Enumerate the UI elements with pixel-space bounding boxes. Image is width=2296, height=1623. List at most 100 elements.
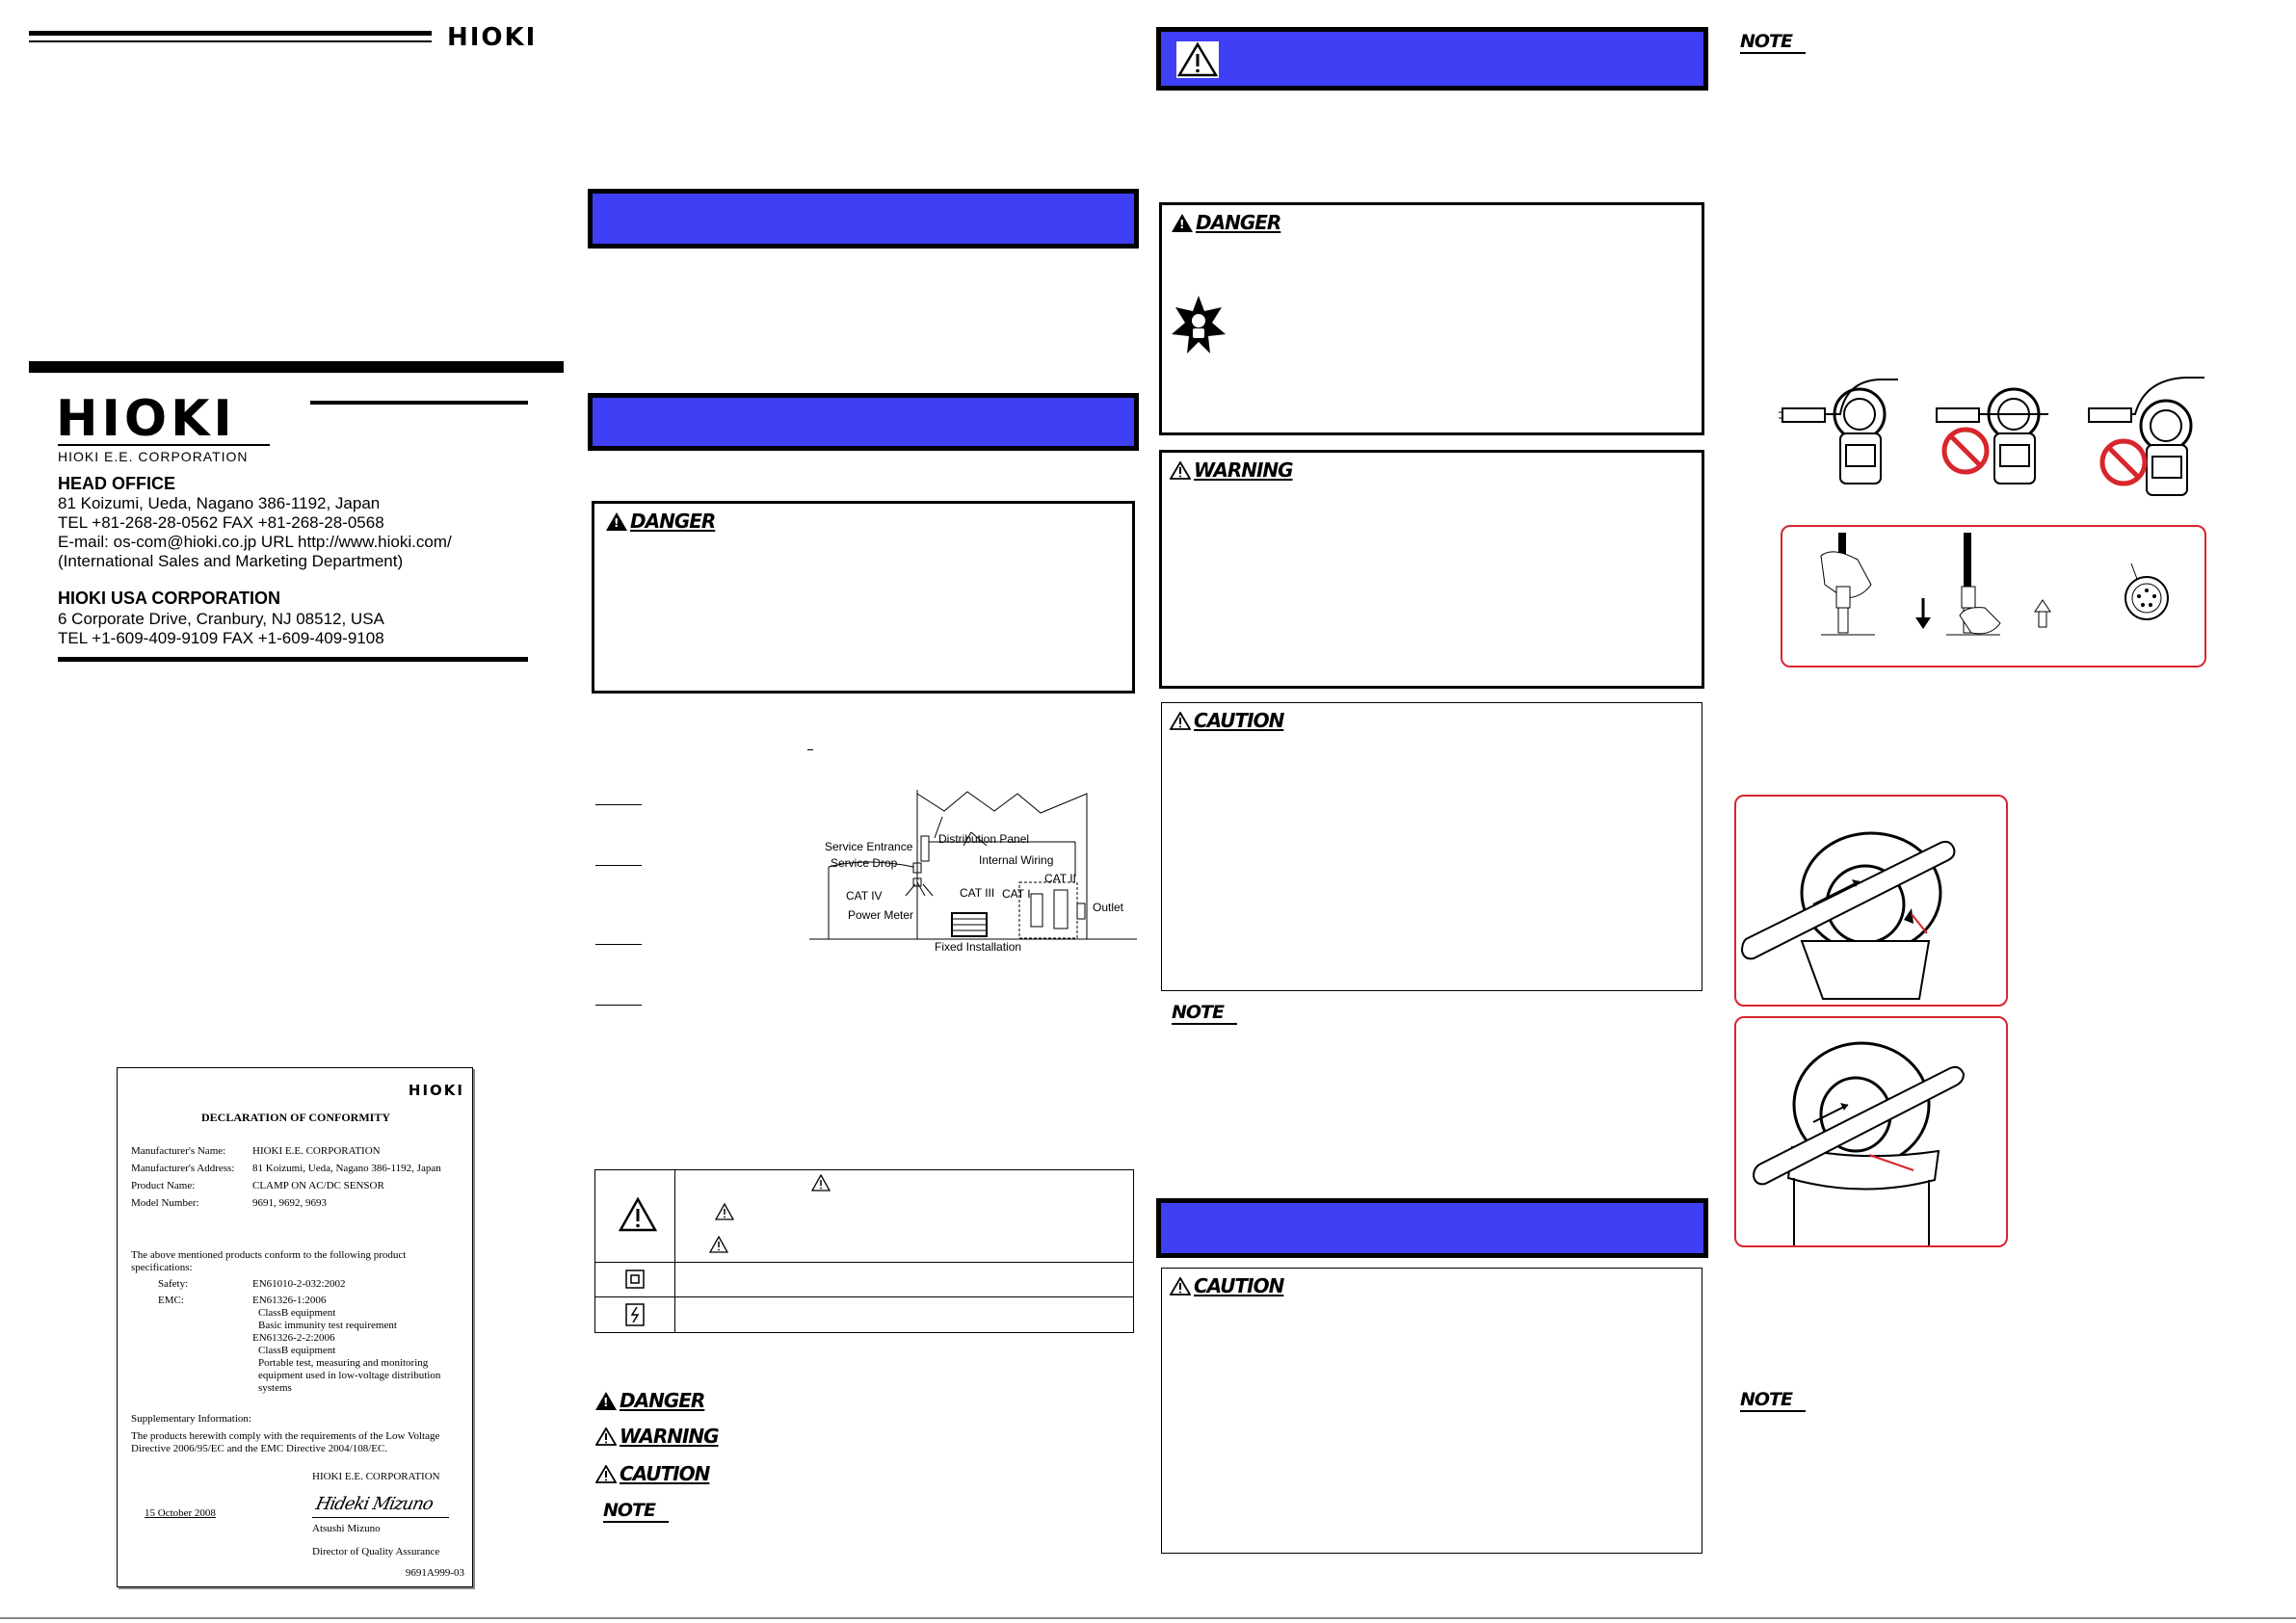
text-dash — [807, 749, 813, 750]
legend-warning: WARNING — [595, 1425, 720, 1448]
emc-line: Portable test, measuring and monitoring — [258, 1357, 429, 1369]
declaration-title: DECLARATION OF CONFORMITY — [200, 1111, 390, 1124]
diagram-label: Internal Wiring — [979, 853, 1054, 867]
field-label: Manufacturer's Address: — [131, 1163, 235, 1174]
emc-line: systems — [258, 1382, 292, 1394]
caution-signal-word: CAUTION — [1170, 709, 1284, 732]
warning-triangle-icon — [1176, 41, 1219, 78]
warning-triangle-icon — [715, 1203, 734, 1220]
cover-mid-rule — [29, 361, 564, 373]
brand-logo-large: HIOKI — [56, 390, 236, 448]
field-label: Model Number: — [131, 1197, 199, 1209]
diagram-label: Power Meter — [848, 908, 914, 922]
warning-triangle-icon — [619, 1197, 657, 1232]
diagram-label: CAT II — [1044, 872, 1076, 885]
diagram-label: Distribution Panel — [938, 832, 1030, 846]
warning-box: WARNING — [1159, 450, 1704, 689]
page-bottom-rule — [0, 1617, 2296, 1619]
safety-standard: EN61010-2-032:2002 — [252, 1278, 346, 1290]
corp-name-rule — [310, 401, 528, 405]
signature-image: Hideki Mizuno — [313, 1494, 435, 1514]
declaration-date: 15 October 2008 — [145, 1507, 216, 1519]
emc-line: ClassB equipment — [258, 1307, 336, 1319]
field-label: Manufacturer's Name: — [131, 1145, 226, 1157]
field-value: CLAMP ON AC/DC SENSOR — [252, 1180, 384, 1191]
cover-top-rule-thin — [29, 40, 432, 42]
signer-name: Atsushi Mizuno — [312, 1523, 381, 1534]
clamp-current-drawing — [1752, 1041, 1966, 1245]
connector-drawing — [1820, 533, 2169, 636]
danger-box: DANGER — [592, 501, 1135, 694]
section-header-bar — [1156, 27, 1708, 91]
measurement-category-diagram: Service Entrance Distribution Panel Serv… — [809, 790, 1137, 958]
caution-icon — [595, 1464, 617, 1483]
current-direction-frame — [1734, 795, 2008, 1007]
diagram-label: Service Entrance — [825, 840, 913, 853]
usa-office-address: 6 Corporate Drive, Cranbury, NJ 08512, U… — [58, 610, 384, 628]
emc-label: EMC: — [158, 1295, 184, 1306]
electric-shock-icon — [1172, 296, 1226, 353]
warning-signal-word: WARNING — [1170, 458, 1294, 482]
head-office-address: 81 Koizumi, Ueda, Nagano 386-1192, Japan — [58, 494, 381, 512]
category-label-rule — [595, 865, 642, 866]
brand-logo-small: HIOKI — [447, 23, 538, 52]
conformity-statement: The above mentioned products conform to … — [131, 1249, 407, 1273]
danger-signal-word: DANGER — [606, 510, 716, 533]
head-office-phone: TEL +81-268-28-0562 FAX +81-268-28-0568 — [58, 513, 384, 532]
emc-line: ClassB equipment — [258, 1345, 336, 1356]
warning-icon — [1170, 460, 1191, 480]
corporation-name: HIOKI E.E. CORPORATION — [58, 449, 249, 464]
warning-triangle-icon — [709, 1236, 728, 1253]
note-label: NOTE — [1740, 1389, 1806, 1412]
signer-corporation: HIOKI E.E. CORPORATION — [312, 1471, 440, 1482]
signer-title: Director of Quality Assurance — [312, 1546, 440, 1558]
head-office-department: (International Sales and Marketing Depar… — [58, 552, 404, 570]
cover-top-rule-thick — [29, 31, 432, 36]
head-office-contact[interactable]: E-mail: os-com@hioki.co.jp URL http://ww… — [58, 533, 452, 551]
section-header-bar — [588, 189, 1139, 249]
note-label: NOTE — [1172, 1002, 1237, 1025]
declaration-of-conformity: HIOKI DECLARATION OF CONFORMITY Manufact… — [117, 1067, 473, 1587]
table-column-divider — [674, 1170, 675, 1332]
caution-signal-word: CAUTION — [1170, 1274, 1284, 1297]
note-label: NOTE — [1740, 31, 1806, 54]
section-header-bar — [1156, 1198, 1708, 1258]
field-label: Product Name: — [131, 1180, 196, 1191]
diagram-label: Service Drop — [831, 856, 898, 870]
hazardous-live-icon — [625, 1303, 645, 1326]
usa-office-title: HIOKI USA CORPORATION — [58, 589, 281, 608]
declaration-logo: HIOKI — [408, 1082, 464, 1099]
head-office-title: HEAD OFFICE — [58, 474, 176, 493]
warning-triangle-icon — [811, 1174, 831, 1191]
field-value: HIOKI E.E. CORPORATION — [252, 1145, 381, 1157]
diagram-label: Outlet — [1093, 901, 1124, 914]
double-insulation-icon — [625, 1270, 645, 1289]
category-label-rule — [595, 944, 642, 945]
connector-illustration-frame — [1781, 525, 2206, 668]
current-direction-frame — [1734, 1016, 2008, 1247]
legend-note: NOTE — [603, 1500, 669, 1523]
emc-line: Basic immunity test requirement — [258, 1320, 397, 1331]
clamp-sensor-drawing — [1779, 377, 2204, 496]
caution-icon — [1170, 1276, 1191, 1296]
diagram-label: CAT IV — [846, 889, 883, 903]
safety-label: Safety: — [158, 1278, 189, 1290]
field-value: 81 Koizumi, Ueda, Nagano 386-1192, Japan — [252, 1163, 441, 1174]
cover-bottom-rule — [58, 657, 528, 662]
legend-danger: DANGER — [595, 1389, 705, 1412]
emc-line: EN61326-2-2:2006 — [252, 1332, 335, 1344]
diagram-label: Fixed Installation — [935, 940, 1022, 954]
corp-name-underline — [58, 444, 270, 446]
field-value: 9691, 9692, 9693 — [252, 1197, 327, 1209]
category-label-rule — [595, 804, 642, 805]
danger-signal-word: DANGER — [1172, 211, 1281, 234]
diagram-label: CAT III — [960, 886, 995, 900]
caution-box: CAUTION — [1161, 702, 1702, 991]
danger-icon — [1172, 213, 1193, 232]
building-diagram-graphic — [809, 790, 1137, 940]
emc-line: EN61326-1:2006 — [252, 1295, 327, 1306]
table-row-divider — [595, 1262, 1133, 1263]
section-header-bar — [588, 393, 1139, 451]
caution-box: CAUTION — [1161, 1268, 1702, 1554]
danger-icon — [606, 511, 627, 531]
